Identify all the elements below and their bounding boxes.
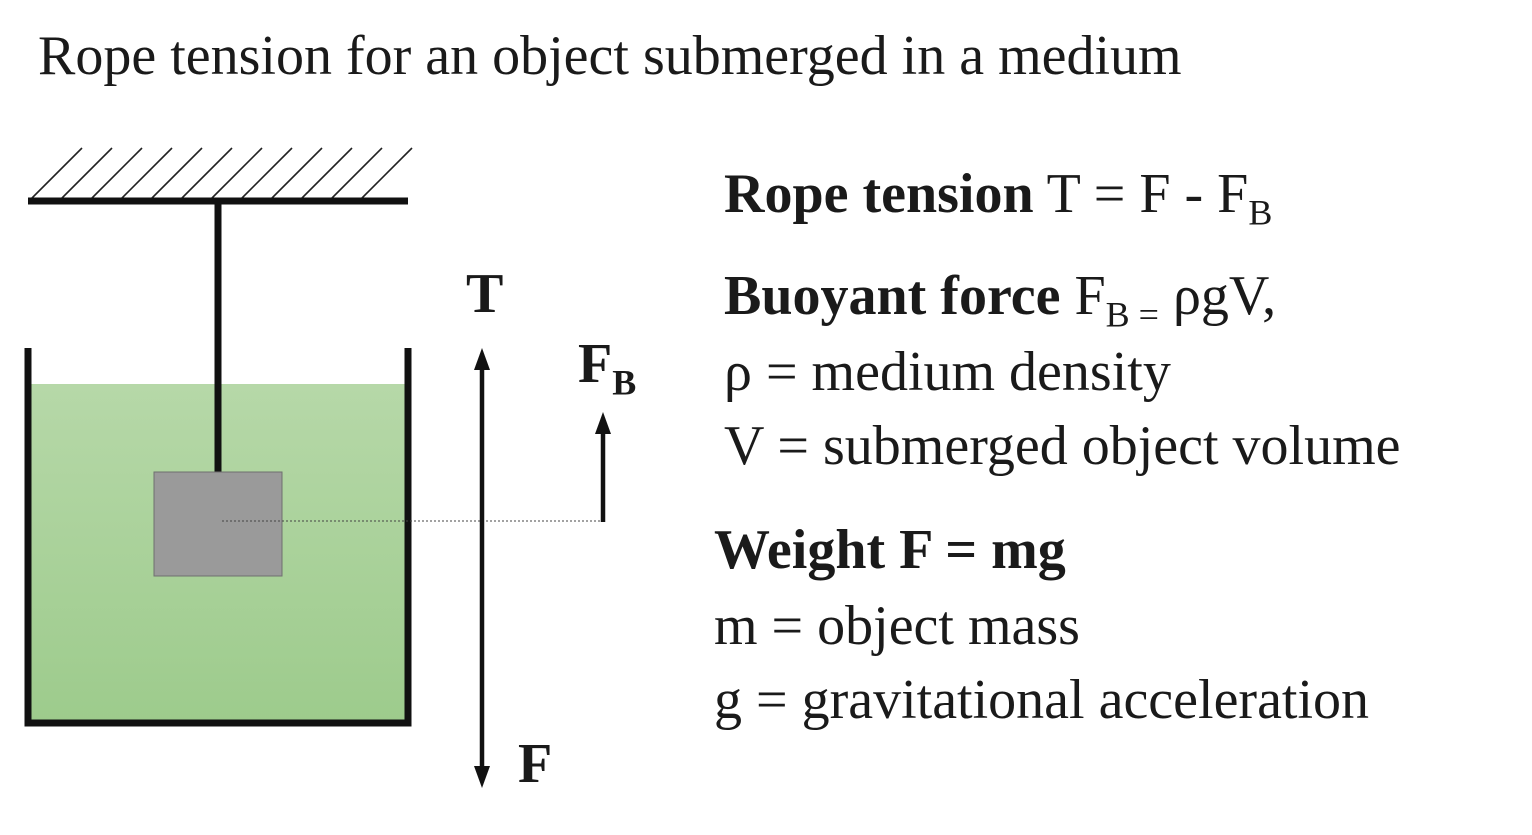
- page-title: Rope tension for an object submerged in …: [38, 25, 1182, 87]
- tension-arrowhead: [474, 348, 490, 370]
- mass-definition: m = object mass: [714, 595, 1080, 657]
- density-definition: ρ = medium density: [724, 341, 1171, 403]
- buoyant-label: FB: [578, 333, 637, 403]
- tension-label: T: [466, 263, 504, 325]
- buoyant-force-equation: Buoyant force FB = ρgV,: [724, 265, 1277, 335]
- ceiling-hatching: [29, 147, 413, 201]
- container: [24, 348, 412, 727]
- weight-arrowhead: [474, 766, 490, 788]
- gravity-definition: g = gravitational acceleration: [714, 669, 1370, 731]
- rope-tension-equation: Rope tension T = F - FB: [724, 163, 1273, 233]
- buoyant-arrowhead: [595, 412, 611, 434]
- weight-label: F: [518, 733, 553, 795]
- weight-equation: Weight F = mg: [714, 519, 1066, 581]
- submerged-object: [153, 471, 283, 577]
- volume-definition: V = submerged object volume: [724, 415, 1401, 477]
